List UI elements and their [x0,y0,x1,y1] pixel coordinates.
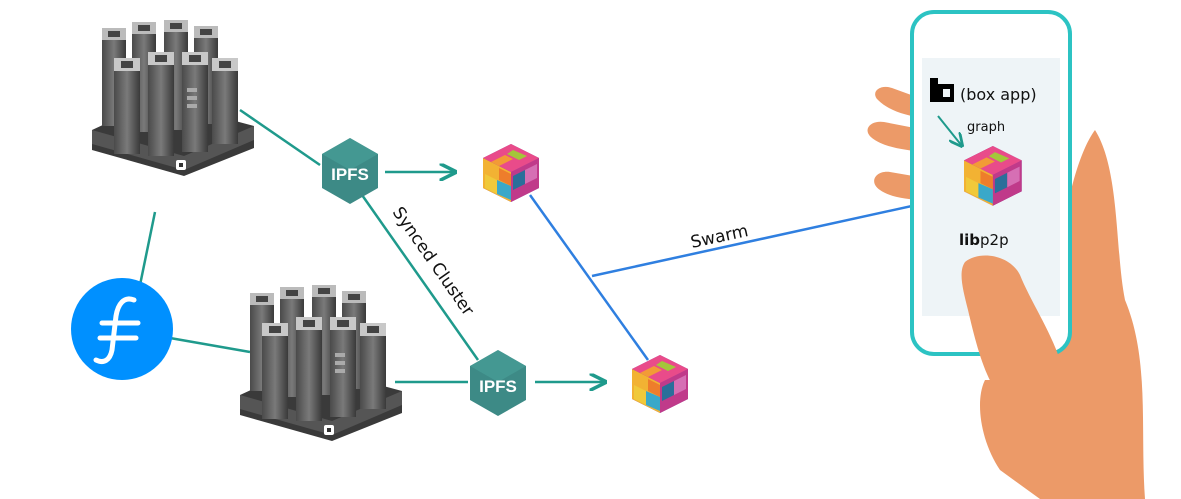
libp2p-cube-top [483,144,539,202]
libp2p-label: libp2p [959,231,1009,249]
ipfs-node-top: IPFS [322,138,378,204]
box-app-label: (box app) [960,85,1037,104]
edge-swarm [591,193,963,278]
synced-cluster-label: Synced Cluster [388,203,478,319]
edge-synced-cluster [360,194,480,361]
filecoin-icon [71,278,173,380]
edge-cube-top-cube-bottom [528,194,650,361]
ipfs-node-bottom: IPFS [470,350,526,416]
server-rack-top [92,20,254,176]
edge-rack1-filecoin [138,211,157,286]
ipfs-label-top: IPFS [331,165,369,184]
filecoin-node [71,278,173,380]
ipfs-label-bottom: IPFS [479,377,517,396]
graph-label: graph [967,120,1005,135]
server-rack-bottom [240,285,402,441]
edge-rack1-ipfs [239,108,321,167]
edges [138,108,963,382]
edge-filecoin-rack2 [169,336,251,354]
box-app-icon [930,78,954,102]
graph-arrow [937,115,962,146]
libp2p-cube-bottom [632,355,688,413]
thumb [961,255,1064,399]
